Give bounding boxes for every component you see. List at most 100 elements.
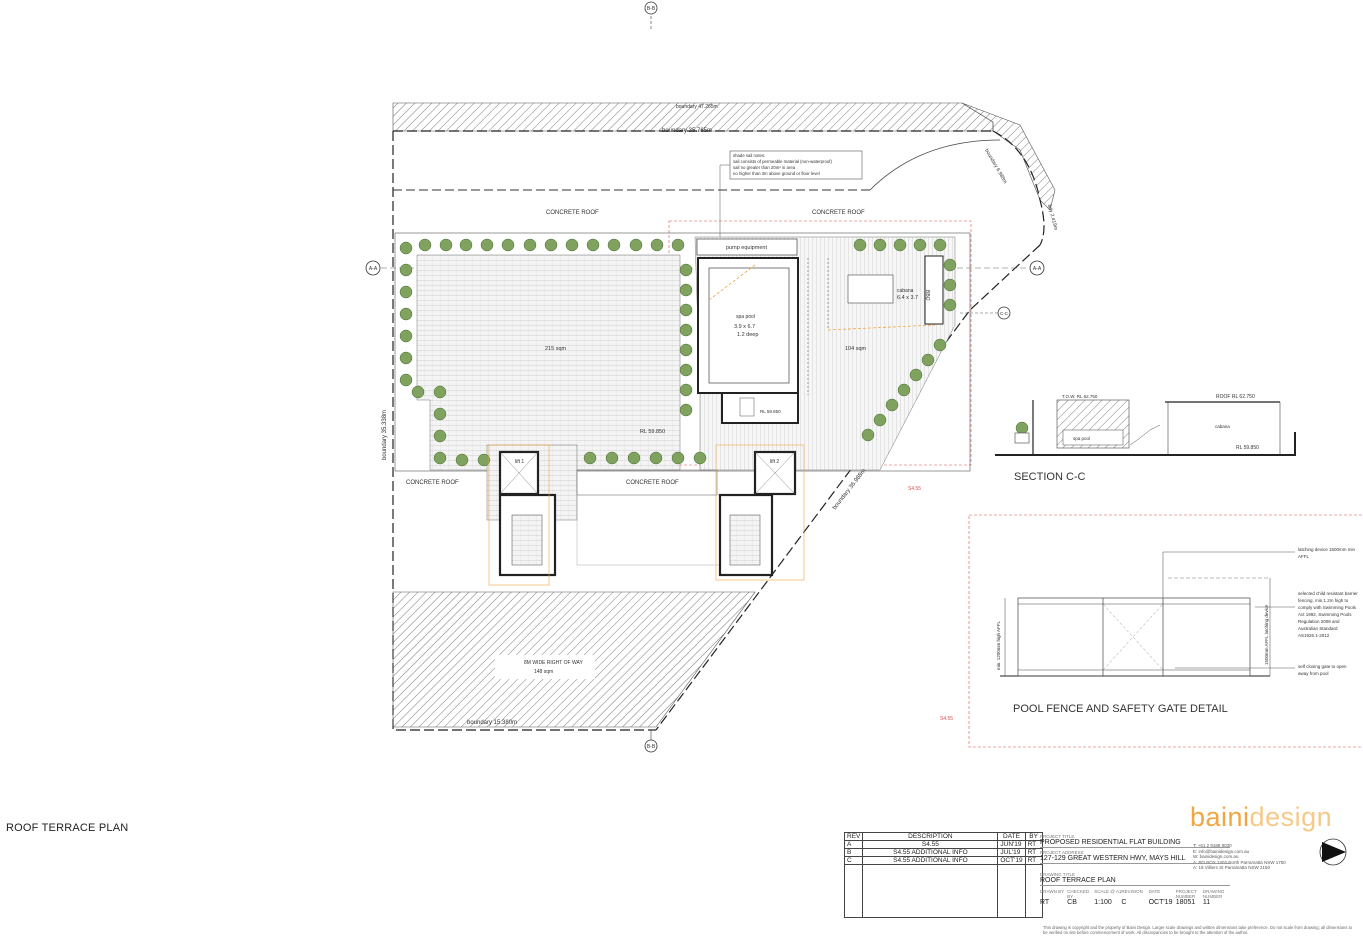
marker-label: B-B xyxy=(647,744,656,750)
rev-header: REV xyxy=(843,832,864,841)
s455-label: S4.55 xyxy=(908,486,921,492)
rev-cell: A xyxy=(843,840,864,849)
project-title-label: PROJECT TITLE xyxy=(1040,834,1075,839)
fence-note: fencing, min.1.2m high to xyxy=(1298,598,1349,603)
date-header: DATE xyxy=(997,832,1026,841)
cabana-size: 6.4 x 3.7 xyxy=(897,295,918,301)
meta-values: RT CB 1:100 C OCT'19 18051 11 xyxy=(1040,899,1230,906)
marker-label: C-C xyxy=(1000,311,1009,316)
marker-label: A-A xyxy=(1033,266,1042,272)
section-marker-aa-left: A-A xyxy=(365,260,381,276)
shade-note-line: sail consists of permeable material (non… xyxy=(733,159,832,164)
marker-label: A-A xyxy=(369,266,378,272)
section-marker-bb-bottom: B-B xyxy=(644,730,658,753)
concrete-roof-label: CONCRETE ROOF xyxy=(626,480,679,486)
meta-value: 18051 xyxy=(1175,899,1196,906)
brand-part: baini xyxy=(1190,802,1250,832)
terrace-outline xyxy=(394,232,971,472)
meta-label: DATE xyxy=(1148,889,1161,894)
meta-value: C xyxy=(1121,899,1127,906)
page-title: ROOF TERRACE PLAN xyxy=(6,822,129,834)
boundary-left-label: boundary 35.338m xyxy=(382,410,388,460)
lift-core-2: lift 2 xyxy=(715,444,805,581)
table-row: B S4.55 ADDITIONAL INFO JUL'19 RT xyxy=(843,848,1043,857)
date-cell: OCT'19 xyxy=(997,856,1026,865)
section-marker-cc: C-C xyxy=(960,306,1011,320)
fence-note: selected child resistant barrier xyxy=(1298,591,1358,596)
bbq-label: BBQ xyxy=(924,290,930,301)
section-marker-bb-top: B-B xyxy=(644,1,658,30)
cabana: cabana 6.4 x 3.7 BBQ xyxy=(847,255,944,325)
boundary-short-label: bdy 2.419m xyxy=(1046,204,1059,231)
section-rl-label: RL 59.850 xyxy=(1236,445,1259,451)
boundary-diag-label: boundary 36.988m xyxy=(832,468,868,511)
section-cc: spa pool T.O.W. RL 62.750 ROOF RL 62.750… xyxy=(995,394,1296,483)
deck-main xyxy=(416,254,681,471)
cabana-label: cabana xyxy=(897,288,914,294)
concrete-roof-label: CONCRETE ROOF xyxy=(546,210,599,216)
meta-label: REVISION xyxy=(1121,889,1143,894)
disclaimer: This drawing is copyright and the proper… xyxy=(1043,925,1353,935)
fence-note: Act 1992, Swimming Pools xyxy=(1298,612,1352,617)
boundary-top-label: boundary 47.265m xyxy=(676,104,718,110)
spa-size: 3.9 x 6.7 xyxy=(734,324,755,330)
drawing-title: ROOF TERRACE PLAN xyxy=(1040,877,1230,886)
arc-line xyxy=(869,139,1001,191)
meta-label: DRAWN BY xyxy=(1040,889,1065,894)
revision-table: REV DESCRIPTION DATE BY A S4.55 JUN'19 R… xyxy=(843,832,1043,918)
fence-dim-right: 1500mm AFFL latching device xyxy=(1264,604,1269,665)
meta-labels: DRAWN BY CHECKED BY SCALE @ A1 REVISION … xyxy=(1040,889,1230,899)
date-cell: JUL'19 xyxy=(997,848,1026,857)
rev-cell: C xyxy=(843,856,864,865)
meta-value: CB xyxy=(1067,899,1077,906)
meta-label: PROJECT NUMBER xyxy=(1175,889,1197,899)
pool-core: RL 59.850 xyxy=(721,392,799,424)
contact-line: T: +61 2 9188 8030 xyxy=(1193,843,1232,848)
rl-main-label: RL 59.850 xyxy=(640,429,665,435)
title-block-info: PROJECT TITLE PROPOSED RESIDENTIAL FLAT … xyxy=(1040,832,1230,906)
meta-value: OCT'19 xyxy=(1148,899,1173,906)
concrete-roof-label: CONCRETE ROOF xyxy=(406,480,459,486)
s455-label: S4.55 xyxy=(940,716,953,722)
planting xyxy=(399,238,957,467)
fence-note: Australian Standard xyxy=(1298,626,1338,631)
spa-pool: spa pool 3.9 x 6.7 1.2 deep xyxy=(697,257,799,394)
contact-line: W: bainidesign.com.au xyxy=(1193,854,1239,860)
drawing-title-label: DRAWING TITLE xyxy=(1040,872,1076,877)
pool-fence-detail: min. 1200mm high AFFL 1500mm AFFL latchi… xyxy=(968,514,1363,748)
pump-label: pump equipment xyxy=(726,245,767,251)
meta-value: 11 xyxy=(1202,899,1211,906)
section-roof-label: ROOF RL 62.750 xyxy=(1216,394,1255,400)
area-main-label: 215 sqm xyxy=(545,346,567,352)
table-row: A S4.55 JUN'19 RT xyxy=(843,840,1043,849)
shade-note-line: shade sail notes: xyxy=(733,153,765,158)
rev-cell: B xyxy=(843,848,864,857)
meta-label: SCALE @ A1 xyxy=(1094,889,1122,894)
desc-cell: S4.55 xyxy=(862,840,999,849)
row-area: 148 sqm xyxy=(534,669,553,675)
section-cabana-label: cabana xyxy=(1215,424,1230,429)
pump-equipment xyxy=(696,238,798,256)
north-arrow-icon xyxy=(1319,838,1347,866)
area-right-label: 104 sqm xyxy=(845,346,867,352)
rl-small-label: RL 59.850 xyxy=(760,409,781,414)
meta-value: 1:100 xyxy=(1094,899,1112,906)
fence-title: POOL FENCE AND SAFETY GATE DETAIL xyxy=(1013,703,1228,715)
section-spa-label: spa pool xyxy=(1073,436,1090,441)
meta-label: DRAWING NUMBER xyxy=(1202,889,1225,899)
section-tow-label: T.O.W. RL 62.750 xyxy=(1062,394,1098,399)
shade-note-line: sail no greater than 20m² in area xyxy=(733,165,796,170)
desc-header: DESCRIPTION xyxy=(862,832,999,841)
concrete-roof-label: CONCRETE ROOF xyxy=(812,210,865,216)
fence-note: AS1926.1-2012 xyxy=(1298,633,1330,638)
fence-note: comply with Swimming Pools xyxy=(1298,605,1357,610)
fence-note: AFFL xyxy=(1298,554,1309,559)
boundary-arc-label: boundary 6.988m xyxy=(983,148,1008,185)
site-boundary xyxy=(392,130,1045,731)
contact-line: E: info@bainidesign.com.au xyxy=(1193,848,1250,854)
contact-block: T: +61 2 9188 8030 E: info@bainidesign.c… xyxy=(1193,843,1286,871)
marker-label: B-B xyxy=(647,6,656,12)
brand-part: design xyxy=(1249,802,1333,832)
section-title: SECTION C-C xyxy=(1014,471,1086,483)
